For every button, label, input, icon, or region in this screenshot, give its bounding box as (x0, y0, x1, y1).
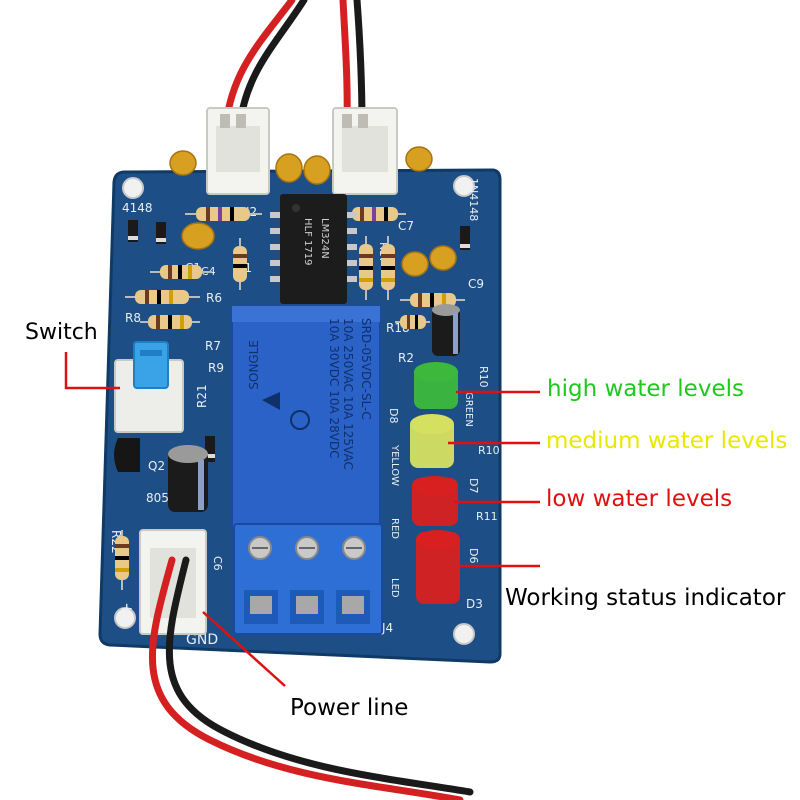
transistor-q2 (114, 438, 140, 472)
power-wires (148, 556, 474, 800)
resistor (150, 265, 212, 279)
diodes (128, 220, 470, 462)
resistor (140, 315, 200, 329)
silk-r2: R2 (398, 351, 414, 365)
silk-led: LED (389, 578, 400, 598)
ic-chip: LM324N HLF 1719 (270, 194, 357, 304)
relay: SONGLE SRD-05VDC-SL-C 10A 250VAC 10A 125… (231, 305, 381, 531)
ceramic-capacitors (169, 146, 457, 277)
silk-q2: Q2 (148, 459, 165, 473)
connector-top-left (206, 107, 270, 195)
leds (410, 362, 460, 604)
resistor (185, 207, 262, 221)
silk-green: GREEN (463, 392, 474, 427)
mount-hole (453, 623, 475, 645)
silk-c7: C7 (398, 219, 414, 233)
tact-switch (114, 341, 184, 433)
label-low-water-levels: low water levels (546, 486, 733, 512)
connector-top-right (332, 107, 398, 195)
silk-d7: D7 (467, 478, 480, 493)
led-yellow (410, 414, 454, 468)
mount-hole (122, 177, 144, 199)
silk-r6: R6 (206, 291, 222, 305)
label-working-status-indicator: Working status indicator (505, 585, 786, 611)
pointer-power (202, 611, 286, 687)
silk-r10b: R10 (478, 444, 500, 457)
silk-diode-right: 1N4148 (467, 178, 480, 221)
electrolytic-capacitor-top (432, 304, 460, 356)
relay-brand: SONGLE (247, 340, 261, 390)
silk-plus: + (120, 599, 133, 618)
relay-rating-1: 10A 250VAC 10A 125VAC (341, 318, 355, 470)
resistor (125, 290, 200, 304)
silk-red: RED (389, 518, 400, 539)
pointer-lines (64, 352, 540, 687)
label-switch: Switch (25, 320, 98, 345)
label-medium-water-levels: medium water levels (546, 428, 788, 454)
silk-r10: R10 (477, 366, 490, 388)
resistor (381, 236, 395, 300)
led-green (414, 362, 458, 409)
pointer-switch (64, 352, 120, 390)
mount-hole (453, 175, 475, 197)
silk-r21: R21 (195, 384, 209, 408)
silk-r11: R11 (476, 510, 498, 523)
silk-c6: C6 (211, 556, 224, 571)
silk-d3: D3 (466, 597, 483, 611)
silk-diode-left: 4148 (122, 201, 153, 215)
relay-rating-2: 10A 30VDC 10A 28VDC (327, 318, 341, 459)
silk-r8: R8 (125, 311, 141, 325)
led-red-low (412, 476, 458, 526)
silk-r9: R9 (208, 361, 224, 375)
silk-c9: C9 (468, 277, 484, 291)
silk-r7: R7 (205, 339, 221, 353)
ic-marking-1: LM324N (319, 218, 330, 259)
label-high-water-levels: high water levels (547, 376, 744, 402)
silk-j4: J4 (381, 621, 393, 635)
mount-hole (114, 607, 136, 629)
silk-d8: D8 (387, 408, 400, 423)
resistor (233, 238, 247, 290)
resistor (400, 293, 465, 307)
relay-model: SRD-05VDC-SL-C (359, 318, 373, 420)
top-wires (222, 0, 366, 129)
silk-d6: D6 (467, 548, 480, 563)
label-power-line: Power line (290, 695, 409, 721)
terminal-block (233, 523, 383, 635)
resistor (359, 236, 373, 300)
ic-marking-2: HLF 1719 (302, 218, 313, 265)
resistors (115, 207, 465, 590)
silk-yellow: YELLOW (389, 444, 400, 486)
resistor (115, 530, 129, 590)
silk-gnd: GND (186, 632, 218, 648)
led-red-working (416, 530, 460, 604)
resistor (395, 315, 430, 329)
electrolytic-capacitor-bottom (168, 445, 208, 512)
